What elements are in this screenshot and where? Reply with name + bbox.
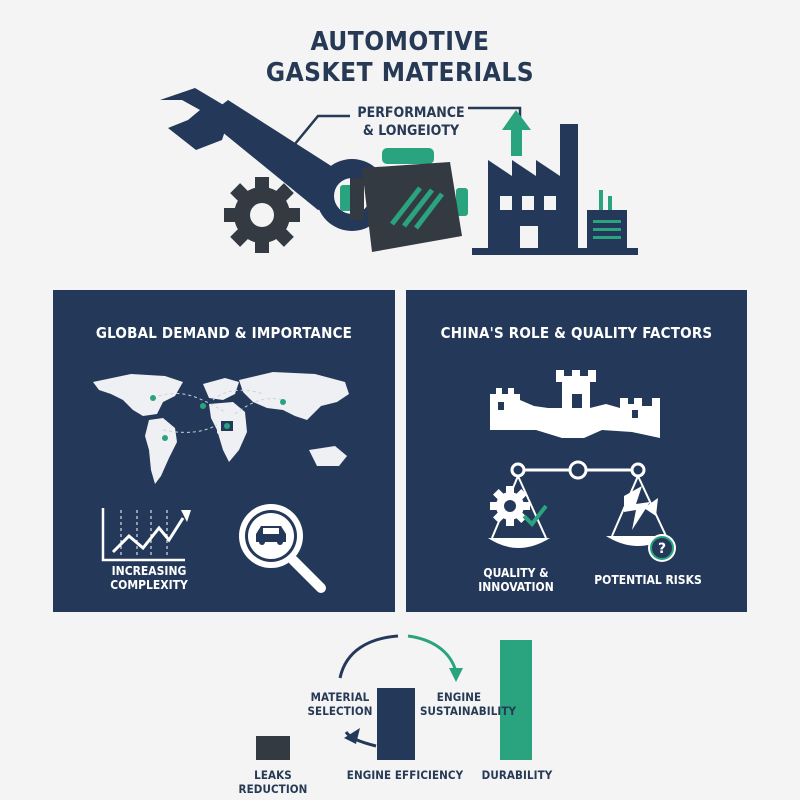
bar-label-engine-efficiency: ENGINE EFFICIENCY (346, 768, 464, 782)
label-increasing: INCREASING (111, 564, 187, 578)
bar-engine-efficiency (377, 688, 415, 760)
panel-title-china-role: CHINA'S ROLE & QUALITY FACTORS (440, 324, 713, 342)
svg-text:?: ? (658, 541, 666, 557)
label-quality-innovation: QUALITY & INNOVATION (466, 566, 566, 594)
factory-icon (472, 124, 638, 255)
label-sustainability: SUSTAINABILITY (420, 704, 517, 718)
global-demand-graphics (93, 372, 349, 593)
label-potential-risks: POTENTIAL RISKS (594, 573, 702, 587)
gear-icon (224, 177, 300, 253)
bar-label-leaks-reduction: LEAKS REDUCTION (238, 768, 308, 796)
question-icon: ? (648, 534, 676, 562)
trade-routes (152, 389, 284, 433)
label-material: MATERIAL (310, 690, 370, 704)
top-illustration (160, 88, 638, 255)
risk-lightning-icon (624, 486, 658, 530)
label-innovation: INNOVATION (478, 580, 554, 594)
china-role-graphics: ? (488, 370, 676, 562)
location-markers (150, 395, 286, 441)
label-material-selection: MATERIAL SELECTION (304, 690, 376, 718)
bar-leaks-reduction (256, 736, 290, 760)
quality-gear-icon (490, 486, 530, 526)
panel-global-demand: GLOBAL DEMAND & IMPORTANCE (53, 290, 395, 612)
bar-label-durability: DURABILITY (481, 768, 553, 782)
label-increasing-complexity: INCREASING COMPLEXITY (101, 564, 197, 592)
growth-arrow-icon (502, 110, 531, 156)
subtitle-line-1: PERFORMANCE (357, 105, 465, 121)
label-engine: ENGINE (436, 690, 482, 704)
subtitle-line-2: & LONGEIOTY (362, 123, 460, 139)
subtitle: PERFORMANCE & LONGEIOTY (356, 104, 466, 140)
label-complexity: COMPLEXITY (110, 578, 188, 592)
trend-chart-icon (101, 508, 191, 562)
engine-icon (340, 148, 468, 252)
title-line-1: AUTOMOTIVE (310, 27, 490, 57)
check-icon (522, 504, 548, 528)
great-wall-icon (490, 370, 660, 438)
label-quality: QUALITY & (483, 566, 549, 580)
bar-durability (500, 640, 532, 760)
panel-china-role: CHINA'S ROLE & QUALITY FACTORS (406, 290, 747, 612)
magnifier-car-icon (239, 504, 326, 593)
title-line-2: GASKET MATERIALS (265, 58, 535, 88)
label-selection: SELECTION (307, 704, 373, 718)
panel-title-global-demand: GLOBAL DEMAND & IMPORTANCE (95, 324, 353, 342)
gasket-hub-icon (217, 418, 237, 434)
label-engine-sustainability: ENGINE SUSTAINABILITY (420, 690, 517, 718)
